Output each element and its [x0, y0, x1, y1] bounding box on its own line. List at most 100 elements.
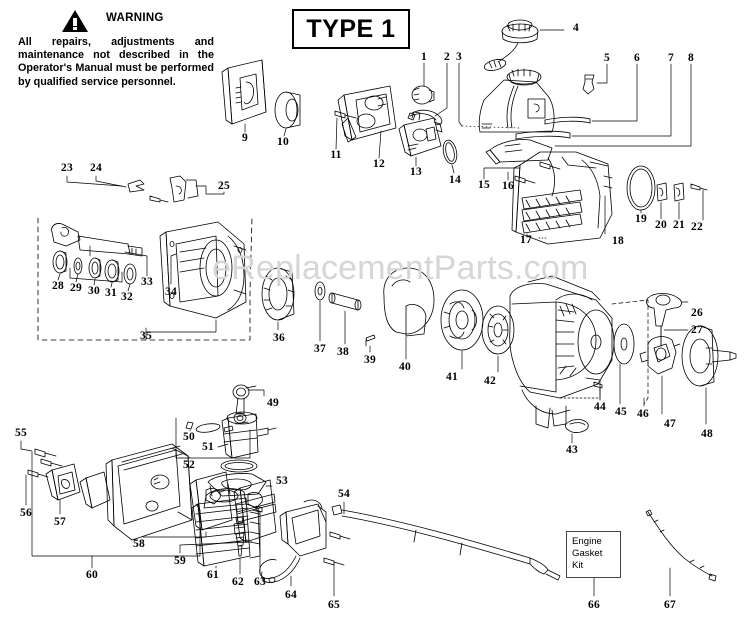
callout-number-29: 29 — [70, 282, 82, 294]
part-24-clip — [127, 179, 145, 193]
part-55-screw — [34, 448, 63, 467]
part-28-bearing — [52, 250, 68, 274]
part-10-air-filter — [274, 91, 301, 129]
part-34-crankcase — [159, 221, 247, 319]
part-59-screen — [233, 479, 277, 543]
callout-number-48: 48 — [701, 428, 713, 440]
callout-number-21: 21 — [673, 219, 685, 231]
callout-number-58: 58 — [133, 538, 145, 550]
callout-number-5: 5 — [604, 52, 610, 64]
part-9-air-filter-cover — [221, 59, 267, 125]
part-4-fuel-cap — [483, 19, 539, 71]
gasket-kit-line-3: Kit — [572, 560, 584, 571]
part-2-fuel-line — [407, 109, 443, 125]
warning-title: WARNING — [106, 12, 164, 24]
callout-number-33: 33 — [141, 276, 153, 288]
callout-number-18: 18 — [612, 235, 624, 247]
part-1-choke-knob — [411, 85, 435, 105]
callout-number-61: 61 — [207, 569, 219, 581]
part-39-screw — [365, 334, 376, 347]
callout-number-8: 8 — [688, 52, 694, 64]
part-54-throttle-shaft — [331, 504, 561, 581]
part-51-piston — [221, 411, 277, 459]
callout-number-6: 6 — [634, 52, 640, 64]
callout-number-24: 24 — [90, 162, 102, 174]
callout-number-12: 12 — [373, 158, 385, 170]
callout-number-7: 7 — [668, 52, 674, 64]
callout-number-62: 62 — [232, 576, 244, 588]
part-8-deflector — [485, 139, 553, 165]
gasket-kit-line-2: Gasket — [572, 548, 603, 559]
part-64-ignition-coil — [259, 499, 351, 583]
callout-number-64: 64 — [285, 589, 297, 601]
part-13-carburetor — [398, 111, 443, 157]
callout-number-1: 1 — [421, 51, 427, 63]
callout-number-54: 54 — [338, 488, 350, 500]
part-30-bearing — [88, 257, 102, 279]
callout-number-63: 63 — [254, 576, 266, 588]
callout-number-57: 57 — [54, 516, 66, 528]
part-23-screw — [149, 195, 169, 203]
part-5-grommet — [582, 74, 595, 95]
part-40-impeller-plate — [383, 267, 435, 337]
part-22-screw — [690, 183, 708, 191]
callout-number-9: 9 — [242, 132, 248, 144]
callout-number-51: 51 — [202, 441, 214, 453]
part-53-cylinder-gasket — [207, 473, 267, 497]
part-57-intake-adapter — [45, 463, 81, 501]
part-29-washer — [73, 257, 83, 275]
part-piston-ring — [220, 459, 258, 473]
type-badge: TYPE 1 — [292, 9, 410, 49]
callout-number-17: 17 — [520, 234, 532, 246]
part-15-screw — [539, 161, 561, 170]
callout-number-37: 37 — [314, 343, 326, 355]
callout-number-45: 45 — [615, 406, 627, 418]
callout-number-39: 39 — [364, 354, 376, 366]
callout-number-53: 53 — [276, 475, 288, 487]
part-6-fuel-hose — [544, 116, 591, 125]
part-26-starter-handle — [646, 293, 682, 327]
part-60-air-cleaner-assembly — [105, 443, 193, 541]
callout-number-67: 67 — [664, 599, 676, 611]
callout-number-52: 52 — [183, 459, 195, 471]
callout-number-56: 56 — [20, 507, 32, 519]
callout-number-55: 55 — [15, 427, 27, 439]
part-45-washer — [613, 323, 635, 365]
part-67-cable — [645, 509, 717, 582]
part-14-gasket-ring — [442, 139, 458, 165]
part-17-engine-shroud — [511, 151, 613, 245]
callout-number-65: 65 — [328, 599, 340, 611]
callout-number-35: 35 — [140, 330, 152, 342]
callout-number-10: 10 — [277, 136, 289, 148]
callout-number-49: 49 — [267, 397, 279, 409]
part-57b-gasket — [79, 471, 111, 509]
callout-number-50: 50 — [183, 431, 195, 443]
callout-number-46: 46 — [637, 408, 649, 420]
callout-number-11: 11 — [330, 149, 342, 161]
part-20-bushing — [656, 182, 668, 202]
callout-number-38: 38 — [337, 346, 349, 358]
part-49-connecting-rod — [232, 384, 257, 424]
part-11-screw — [334, 110, 357, 119]
part-41-flywheel — [440, 289, 484, 351]
part-21-bushing — [673, 182, 685, 202]
part-7-fuel-hose-lower — [515, 130, 571, 140]
part-16-screw — [514, 175, 536, 184]
callout-number-3: 3 — [456, 51, 462, 63]
part-48-starter-pulley — [681, 325, 737, 387]
part-62-spark-plug — [233, 516, 246, 557]
callout-number-41: 41 — [446, 371, 458, 383]
engine-gasket-kit-box: Engine Gasket Kit — [566, 531, 621, 578]
callout-number-44: 44 — [594, 401, 606, 413]
part-36-clutch — [261, 267, 295, 321]
callout-number-27: 27 — [691, 324, 703, 336]
callout-number-26: 26 — [691, 307, 703, 319]
callout-number-23: 23 — [61, 162, 73, 174]
part-38-pin — [328, 292, 362, 311]
part-fuel-tank — [478, 68, 555, 133]
callout-number-20: 20 — [655, 219, 667, 231]
part-47-pawl — [639, 336, 681, 375]
callout-number-40: 40 — [399, 361, 411, 373]
callout-number-2: 2 — [444, 51, 450, 63]
